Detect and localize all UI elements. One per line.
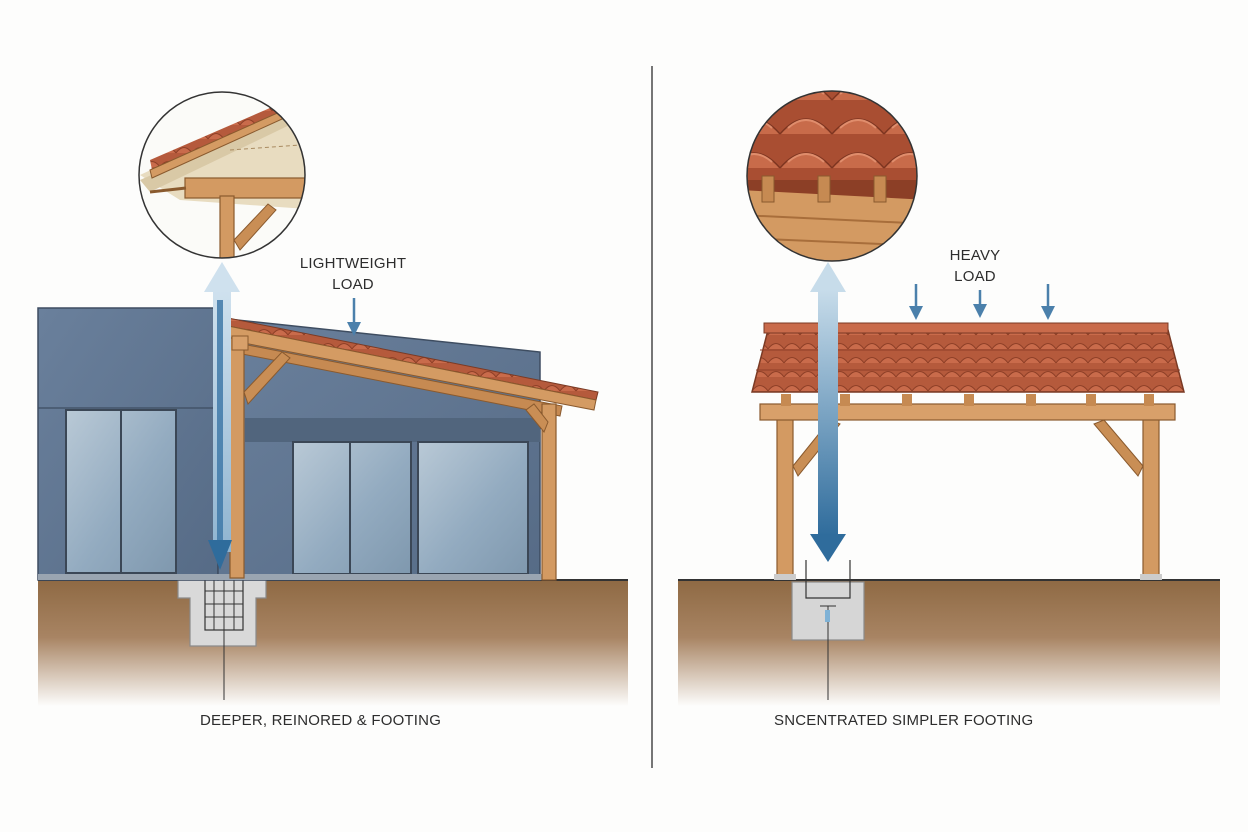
soil-left: [38, 581, 628, 706]
heavy-load-label-line2: LOAD: [954, 268, 996, 285]
left-footing-caption: DEEPER, REINORED & FOOTING: [200, 712, 442, 729]
left-panel: [37, 91, 628, 706]
lightweight-load-arrow: [347, 298, 361, 336]
load-transfer-arrow-left-up: [204, 262, 240, 570]
load-transfer-arrow-right-down: [810, 262, 846, 562]
right-panel: [678, 90, 1220, 706]
lightweight-timber-roof: [227, 317, 599, 581]
clay-tile-detail-magnifier: [746, 90, 918, 262]
simple-footing: [791, 560, 865, 700]
heavy-load-arrows: [909, 284, 1055, 320]
lightweight-load-label-line1: LIGHTWEIGHT: [299, 255, 407, 272]
lightweight-load-label: LIGHTWEIGHT LOAD: [288, 253, 418, 295]
lightweight-roof-detail-magnifier: [138, 91, 306, 259]
heavy-load-label: HEAVY LOAD: [920, 245, 1030, 287]
right-footing-caption: SNCENTRATED SIMPLER FOOTING: [774, 712, 1034, 729]
heavy-load-label-line1: HEAVY: [949, 247, 1001, 264]
timber-pergola-frame: [759, 394, 1176, 580]
lightweight-load-label-line2: LOAD: [332, 276, 374, 293]
soil-right: [678, 581, 1220, 706]
heavy-clay-tile-roof: [751, 322, 1185, 393]
reinforced-footing: [177, 577, 267, 700]
